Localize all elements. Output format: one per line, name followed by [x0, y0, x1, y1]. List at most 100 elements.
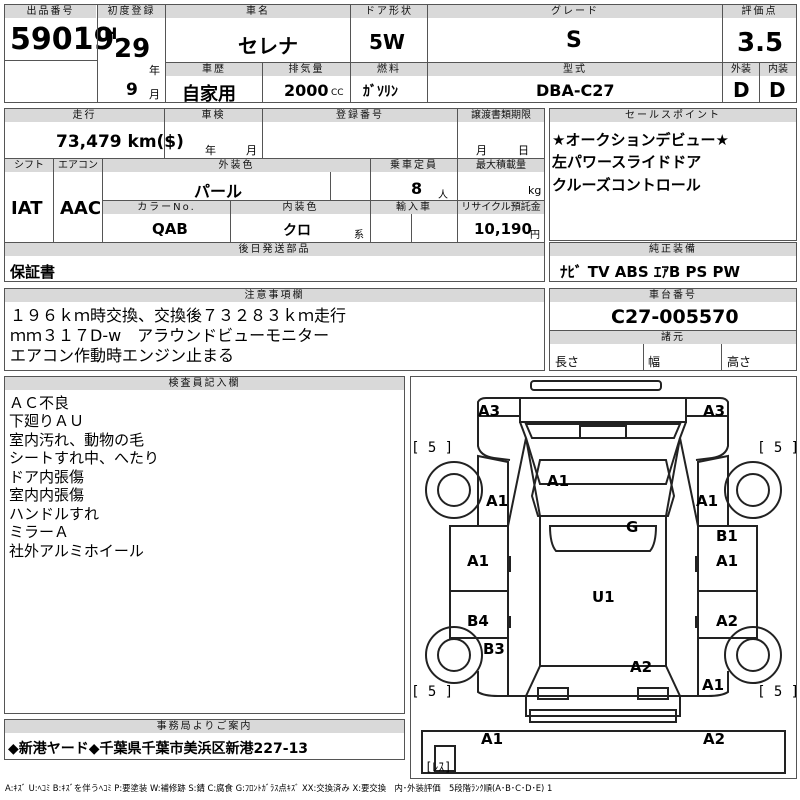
- capacity-label: 乗車定員: [371, 159, 457, 172]
- color-no: QAB: [152, 220, 188, 238]
- inspector-line: 室内汚れ、動物の毛: [9, 431, 145, 449]
- inspector-block: [4, 376, 405, 714]
- spare-tire: [ﾚｽ]: [425, 760, 452, 774]
- shift-label: シフト: [5, 159, 53, 172]
- exterior-grade: D: [733, 78, 750, 102]
- color-label: 外装色: [103, 159, 370, 172]
- mileage: 73,479 km($): [56, 132, 184, 152]
- chassis-label: 車台番号: [550, 289, 796, 302]
- exterior-color: パール: [194, 182, 243, 201]
- damage-code: A3: [703, 402, 726, 420]
- interior-grade: D: [769, 78, 786, 102]
- import-label: 輸入車: [371, 201, 457, 214]
- inspector-line: ドア内張傷: [9, 468, 85, 486]
- inspector-line: ＡＣ不良: [9, 394, 70, 412]
- inspector-line: シートすれ中、へたり: [9, 449, 160, 467]
- ac: AAC: [60, 198, 102, 219]
- score: 3.5: [737, 28, 784, 58]
- notes-label: 注意事項欄: [5, 289, 544, 302]
- recycle-fee: 10,190: [474, 220, 532, 238]
- inspector-line: 室内内張傷: [9, 486, 85, 504]
- damage-code: A1: [481, 730, 504, 748]
- capacity-unit: 人: [438, 190, 448, 201]
- damage-code: A1: [547, 472, 570, 490]
- interior-color-unit: 系: [354, 230, 364, 241]
- grade-label: グレード: [428, 5, 722, 18]
- car-name-label: 車名: [166, 5, 350, 18]
- tire-front-left: [ 5 ]: [411, 440, 454, 456]
- sales-line: 左パワースライドドア: [552, 153, 702, 171]
- recycle-label: リサイクル預託金: [458, 201, 544, 214]
- transfer-label: 譲渡書類期限: [458, 109, 544, 122]
- model-label: 型式: [428, 63, 722, 76]
- inspector-line: ミラーＡ: [9, 523, 70, 541]
- shift: IAT: [11, 198, 43, 219]
- damage-code: U1: [592, 588, 615, 606]
- car-outline: [421, 380, 786, 774]
- registration-month: 9: [126, 80, 138, 100]
- door-label: ドア形状: [351, 5, 427, 18]
- displacement-label: 排気量: [263, 63, 350, 76]
- damage-code: A2: [716, 612, 739, 630]
- history: 自家用: [182, 84, 236, 105]
- parts-label: 後日発送部品: [5, 243, 544, 256]
- tire-front-right: [ 5 ]: [757, 440, 800, 456]
- damage-code: A1: [467, 552, 490, 570]
- inspector-line: 下廻りＡＵ: [9, 412, 85, 430]
- tire-rear-left: [ 5 ]: [411, 684, 454, 700]
- car-name: セレナ: [238, 34, 298, 58]
- year-unit: 年: [149, 64, 160, 77]
- inspector-line: 社外アルミホイール: [9, 542, 144, 560]
- transfer-day-unit: 日: [518, 144, 529, 157]
- load-unit: kg: [528, 184, 542, 197]
- damage-code: A1: [696, 492, 719, 510]
- office-label: 事務局よりご案内: [5, 720, 404, 733]
- transfer-month-unit: 月: [476, 144, 487, 157]
- door-type: 5W: [369, 30, 405, 54]
- load-label: 最大積載量: [458, 159, 544, 172]
- interior-color: クロ: [283, 223, 311, 239]
- width-label: 幅: [648, 355, 661, 369]
- fuel: ｶﾞｿﾘﾝ: [363, 84, 398, 100]
- header-block: [4, 4, 797, 103]
- displacement-unit: CC: [331, 88, 344, 98]
- lot-number: 59019: [10, 22, 115, 57]
- damage-code: A3: [478, 402, 501, 420]
- lot-label: 出品番号: [5, 5, 96, 18]
- capacity: 8: [411, 179, 423, 198]
- sales-line: ★オークションデビュー★: [552, 131, 729, 149]
- ac-label: エアコン: [54, 159, 102, 172]
- month-unit: 月: [149, 88, 160, 101]
- damage-code: B1: [716, 527, 738, 545]
- model-code: DBA-C27: [536, 81, 615, 100]
- fuel-label: 燃料: [351, 63, 427, 76]
- legend: A:ｷｽﾞ U:ﾍｺﾐ B:ｷｽﾞを伴うﾍｺﾐ P:要塗装 W:補修跡 S:錆 …: [5, 783, 553, 793]
- inspector-label: 検査員記入欄: [5, 377, 404, 390]
- history-label: 車歴: [166, 63, 262, 76]
- recycle-unit: 円: [530, 230, 540, 241]
- inspection-label: 車検: [165, 109, 262, 122]
- chassis-number: C27-005570: [611, 306, 739, 328]
- exterior-label: 外装: [723, 63, 759, 76]
- equipment-label: 純正装備: [550, 243, 796, 256]
- grade: S: [566, 28, 582, 53]
- interior-label: 内装: [760, 63, 796, 76]
- sales-line: クルーズコントロール: [552, 176, 701, 194]
- spec-label: 諸元: [550, 331, 796, 344]
- note-line: １９６ｋｍ時交換、交換後７３２８３ｋｍ走行: [10, 306, 347, 325]
- damage-code: G: [626, 518, 639, 536]
- tire-rear-right: [ 5 ]: [757, 684, 800, 700]
- score-label: 評価点: [723, 5, 796, 18]
- damage-code: B3: [483, 640, 505, 658]
- damage-code: A2: [703, 730, 726, 748]
- inspection-year-unit: 年: [205, 144, 216, 157]
- damage-code: A1: [486, 492, 509, 510]
- note-line: ｍｍ３１７D-w アラウンドビューモニター: [10, 326, 330, 345]
- displacement: 2000: [284, 81, 329, 100]
- equipment-value: ﾅﾋﾞ TV ABS ｴｱB PS PW: [560, 263, 741, 281]
- plate-label: 登録番号: [263, 109, 457, 122]
- registration-era: H: [104, 24, 118, 43]
- note-line: エアコン作動時エンジン止まる: [10, 346, 235, 365]
- damage-code: A1: [702, 676, 725, 694]
- sales-points-block: [549, 108, 797, 241]
